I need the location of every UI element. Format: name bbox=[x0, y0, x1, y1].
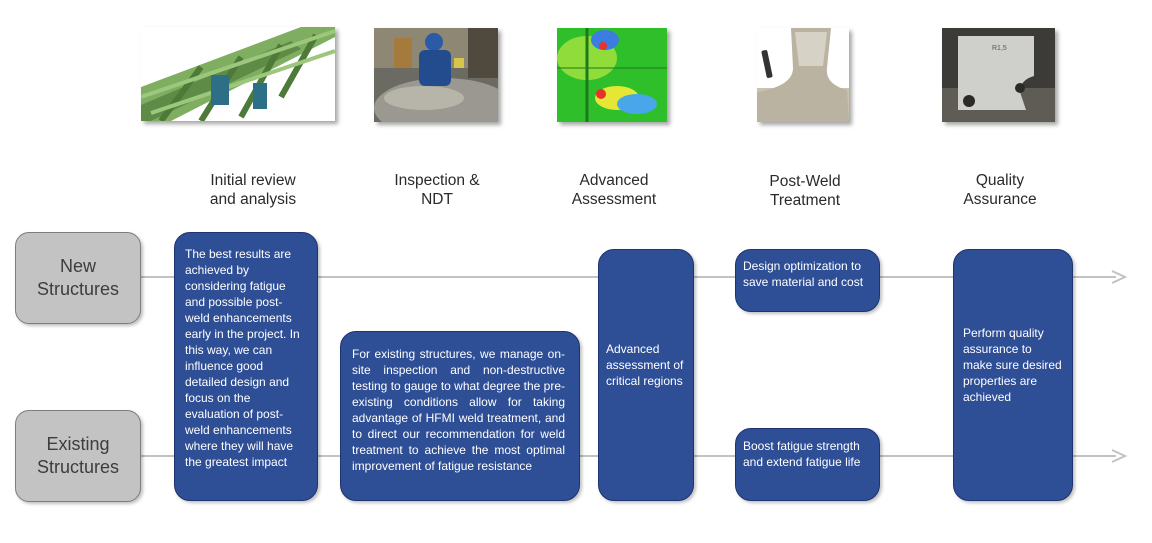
quality-assurance-box: Perform quality assurance to make sure d… bbox=[953, 249, 1073, 501]
stage-advanced-assessment: Advanced Assessment bbox=[571, 172, 657, 208]
fea-stress-contour-image bbox=[557, 28, 667, 122]
inspection-box: For existing structures, we manage on-si… bbox=[340, 331, 580, 501]
stage-quality-assurance: Quality Assurance bbox=[963, 172, 1037, 208]
weld-gauge-image: R1,5 bbox=[942, 28, 1055, 122]
stage-inspection-ndt: Inspection & NDT bbox=[394, 172, 480, 208]
row-label-existing-structures: Existing Structures bbox=[15, 410, 141, 502]
row-label-new-structures: New Structures bbox=[15, 232, 141, 324]
ndt-inspection-worker-image bbox=[374, 28, 498, 122]
stage-initial-review: Initial review and analysis bbox=[209, 172, 297, 208]
arrow-head-icon bbox=[1111, 270, 1128, 284]
stage-post-weld-treatment: Post-Weld Treatment bbox=[769, 173, 841, 209]
arrow-head-icon bbox=[1111, 449, 1128, 463]
treated-weld-toe-image bbox=[757, 28, 849, 122]
gauge-label: R1,5 bbox=[992, 45, 1007, 52]
steel-structure-model-image bbox=[141, 27, 335, 121]
advanced-assessment-box: Advanced assessment of critical regions bbox=[598, 249, 694, 501]
boost-fatigue-box: Boost fatigue strength and extend fatigu… bbox=[735, 428, 880, 501]
design-optimization-box: Design optimization to save material and… bbox=[735, 249, 880, 312]
initial-review-box: The best results are achieved by conside… bbox=[174, 232, 318, 501]
